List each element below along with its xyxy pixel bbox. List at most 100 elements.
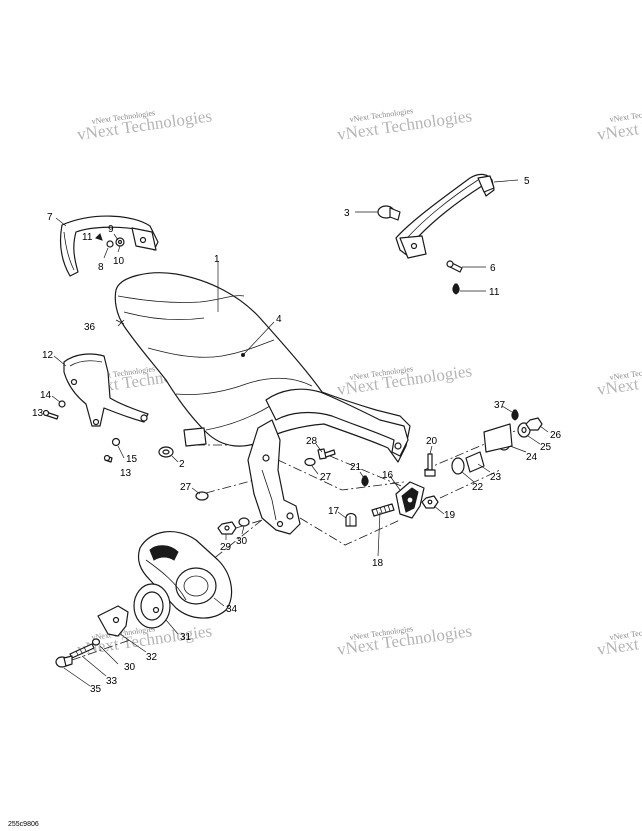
callout-33: 33 <box>106 676 118 687</box>
bolt-18 <box>371 503 395 517</box>
guide-line <box>329 455 407 489</box>
bolt-shank <box>371 503 395 517</box>
seat-contour <box>147 339 275 358</box>
latch-plate <box>183 427 207 447</box>
leader-31 <box>165 619 179 635</box>
nut-hole <box>224 525 230 531</box>
seat-rear-frame <box>265 388 409 457</box>
bumper-hole <box>162 449 170 455</box>
washer-hole <box>117 239 123 245</box>
bumper-stack <box>451 409 543 475</box>
callout-26: 26 <box>550 430 562 441</box>
callout-32: 32 <box>146 652 158 663</box>
washer-15 <box>111 437 121 447</box>
leader-19 <box>433 505 445 515</box>
leader-27a <box>191 487 201 495</box>
rear-grab-handle-right <box>395 173 495 259</box>
screw-head <box>42 409 50 417</box>
seat-contour <box>205 405 271 431</box>
watermark-mid-center: vNext Technologies vNext Technologies <box>336 361 473 399</box>
washer-hole <box>521 426 527 434</box>
bracket-hole <box>112 616 120 624</box>
screw-6 <box>446 260 463 273</box>
seat-assembly <box>114 272 411 463</box>
foot-hole <box>410 242 418 250</box>
watermark-layer: vNext Technologies vNext Technologies vN… <box>76 106 642 659</box>
leader-4 <box>243 321 275 355</box>
callout-1: 1 <box>214 254 220 265</box>
leader-lines <box>51 179 549 687</box>
leader-2 <box>171 455 179 463</box>
bolt-8-head <box>106 240 114 248</box>
callout-19: 19 <box>444 510 456 521</box>
cover-ring-inner <box>183 575 209 597</box>
callout-34: 34 <box>226 604 238 615</box>
callout-30-lower: 30 <box>124 662 136 673</box>
gasket-inner <box>140 591 164 621</box>
screw-head <box>446 260 454 268</box>
callout-35: 35 <box>90 684 102 695</box>
sealant-drop-11 <box>95 233 103 241</box>
callout-27-right: 27 <box>320 472 332 483</box>
leader-28 <box>315 443 323 453</box>
bracket-hole <box>70 378 78 386</box>
leader-27b <box>311 465 319 475</box>
handle-end-cap <box>477 175 495 193</box>
seat-contour <box>175 377 313 395</box>
callout-8: 8 <box>98 262 104 273</box>
leader-10 <box>117 245 121 253</box>
washer-22 <box>451 457 465 475</box>
leader-9 <box>113 233 119 241</box>
leader-17 <box>337 511 347 519</box>
bumper-2 <box>158 446 174 458</box>
leader-26 <box>539 425 549 433</box>
bracket-hole <box>276 520 284 528</box>
bracket-hole <box>286 512 294 520</box>
plug-stem <box>63 655 73 667</box>
bracket-edge <box>69 360 103 367</box>
callout-4: 4 <box>276 314 282 325</box>
leader-25 <box>527 435 541 445</box>
gasket-hole <box>152 606 160 614</box>
handle-body <box>59 215 159 277</box>
leader-23 <box>477 463 491 473</box>
leader-15 <box>117 445 125 459</box>
watermark-bottom-right: vNext Technologies vNext Technologies <box>596 621 642 659</box>
bolt-28 <box>317 448 336 460</box>
screw-thread <box>75 646 87 656</box>
plug-35 <box>55 655 73 668</box>
plug-3 <box>377 205 401 221</box>
gasket-31 <box>133 583 171 629</box>
callout-29: 29 <box>220 542 232 553</box>
bolt-head <box>424 469 436 477</box>
bracket-edge <box>261 469 277 521</box>
callout-27-left: 27 <box>180 482 192 493</box>
callout-16: 16 <box>382 470 394 481</box>
guide-line <box>71 639 131 661</box>
callout-7: 7 <box>47 212 53 223</box>
bracket-body <box>63 353 149 427</box>
guide-line <box>299 517 401 546</box>
leader-35 <box>63 667 91 687</box>
washer-14 <box>58 400 66 408</box>
callout-6: 6 <box>490 263 496 274</box>
leader-37 <box>501 405 513 413</box>
callout-13-lower: 13 <box>120 468 132 479</box>
plate-24 <box>483 423 513 453</box>
handle-edge <box>63 231 75 271</box>
cover-ring <box>175 567 217 605</box>
watermark-top-left: vNext Technologies vNext Technologies <box>76 106 213 144</box>
bracket-hole <box>140 414 148 422</box>
callout-36: 36 <box>84 322 96 333</box>
screw-head <box>103 454 111 462</box>
leader-20 <box>429 445 433 455</box>
callout-20: 20 <box>426 436 438 447</box>
bolt-shank <box>427 453 433 471</box>
watermark-top-right: vNext Technologies vNext Technologies <box>596 106 642 144</box>
bolt-20 <box>424 453 436 477</box>
callout-14: 14 <box>40 390 52 401</box>
callout-11-right: 11 <box>489 287 500 298</box>
leader-7 <box>55 217 67 227</box>
screw-13-upper <box>42 409 59 420</box>
bracket-hole <box>262 454 270 462</box>
